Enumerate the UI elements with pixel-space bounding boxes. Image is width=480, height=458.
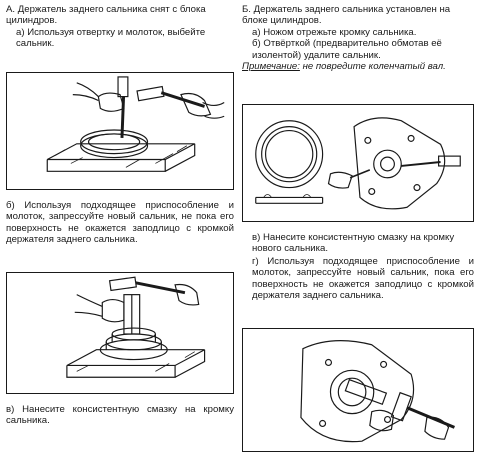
section-b-step-b: б) Отвёрткой (предварительно обмотав её … xyxy=(252,38,442,61)
right-column: Б. Держатель заднего сальника установлен… xyxy=(242,0,474,72)
figure-remove-seal xyxy=(6,72,234,190)
section-a-step-b: б) Используя подходящее приспособление и… xyxy=(6,200,234,246)
note-label: Примечание: xyxy=(242,61,300,73)
section-b-step-d: г) Используя подходящее приспособление и… xyxy=(252,256,474,302)
section-b-step-a: а) Ножом отрежьте кромку сальника. xyxy=(252,26,417,38)
section-b-note: Примечание: не повредите коленчатый вал. xyxy=(242,61,474,72)
figure-press-seal-left xyxy=(6,272,234,394)
figure-cut-seal xyxy=(242,104,474,222)
install-seal-illustration xyxy=(300,340,455,443)
cut-seal-illustration xyxy=(255,117,461,210)
section-a-heading: А. Держатель заднего сальника снят с бло… xyxy=(6,4,206,27)
section-b-heading: Б. Держатель заднего сальника установлен… xyxy=(242,4,451,27)
note-text: не повредите коленчатый вал. xyxy=(299,61,446,73)
section-a-step-a: а) Используя отвертку и молоток, выбейте… xyxy=(16,26,206,50)
section-a-step-c: в) Нанесите консистентную смазку на кром… xyxy=(6,404,234,427)
left-column: А. Держатель заднего сальника снят с бло… xyxy=(6,0,234,50)
press-seal-illustration xyxy=(66,276,206,378)
section-b-step-c: в) Нанесите консистентную смазку на кром… xyxy=(252,232,455,255)
remove-seal-illustration xyxy=(46,76,225,172)
figure-press-seal-right xyxy=(242,328,474,452)
